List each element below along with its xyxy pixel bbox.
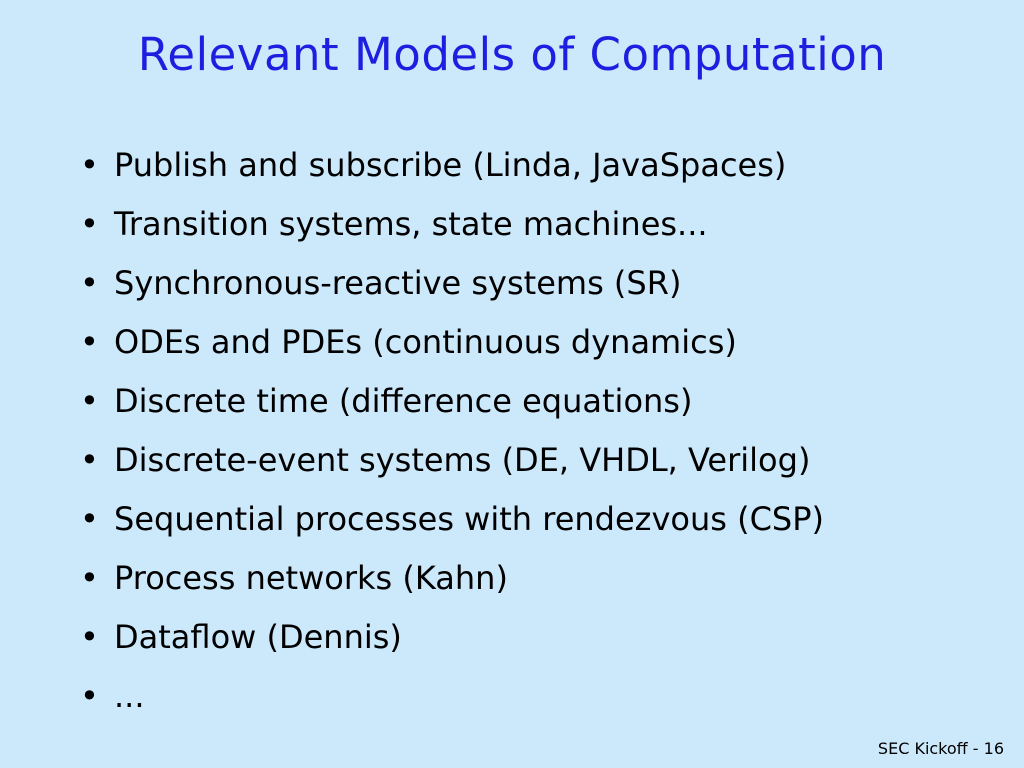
bullet-list: • Publish and subscribe (Linda, JavaSpac… (80, 136, 1000, 726)
bullet-text: Dataflow (Dennis) (114, 618, 402, 656)
list-item: • Discrete-event systems (DE, VHDL, Veri… (80, 431, 1000, 490)
bullet-icon: • (80, 146, 99, 184)
bullet-icon: • (80, 441, 99, 479)
bullet-text: Synchronous-reactive systems (SR) (114, 264, 682, 302)
bullet-icon: • (80, 677, 99, 715)
bullet-icon: • (80, 500, 99, 538)
list-item: • ODEs and PDEs (continuous dynamics) (80, 313, 1000, 372)
list-item: • Dataflow (Dennis) (80, 608, 1000, 667)
slide-footer: SEC Kickoff - 16 (877, 739, 1004, 758)
bullet-icon: • (80, 618, 99, 656)
bullet-text: Process networks (Kahn) (114, 559, 508, 597)
bullet-icon: • (80, 323, 99, 361)
bullet-icon: • (80, 382, 99, 420)
slide-title: Relevant Models of Computation (137, 28, 887, 81)
bullet-icon: • (80, 264, 99, 302)
list-item: • Sequential processes with rendezvous (… (80, 490, 1000, 549)
list-item: • ... (80, 667, 1000, 726)
bullet-icon: • (80, 205, 99, 243)
bullet-text: ... (114, 677, 145, 715)
list-item: • Process networks (Kahn) (80, 549, 1000, 608)
list-item: • Publish and subscribe (Linda, JavaSpac… (80, 136, 1000, 195)
bullet-text: Publish and subscribe (Linda, JavaSpaces… (114, 146, 787, 184)
bullet-text: Sequential processes with rendezvous (CS… (114, 500, 825, 538)
list-item: • Transition systems, state machines... (80, 195, 1000, 254)
bullet-text: Transition systems, state machines... (114, 205, 708, 243)
list-item: • Discrete time (difference equations) (80, 372, 1000, 431)
list-item: • Synchronous-reactive systems (SR) (80, 254, 1000, 313)
bullet-text: ODEs and PDEs (continuous dynamics) (114, 323, 737, 361)
bullet-text: Discrete time (difference equations) (114, 382, 693, 420)
bullet-icon: • (80, 559, 99, 597)
bullet-text: Discrete-event systems (DE, VHDL, Verilo… (114, 441, 811, 479)
